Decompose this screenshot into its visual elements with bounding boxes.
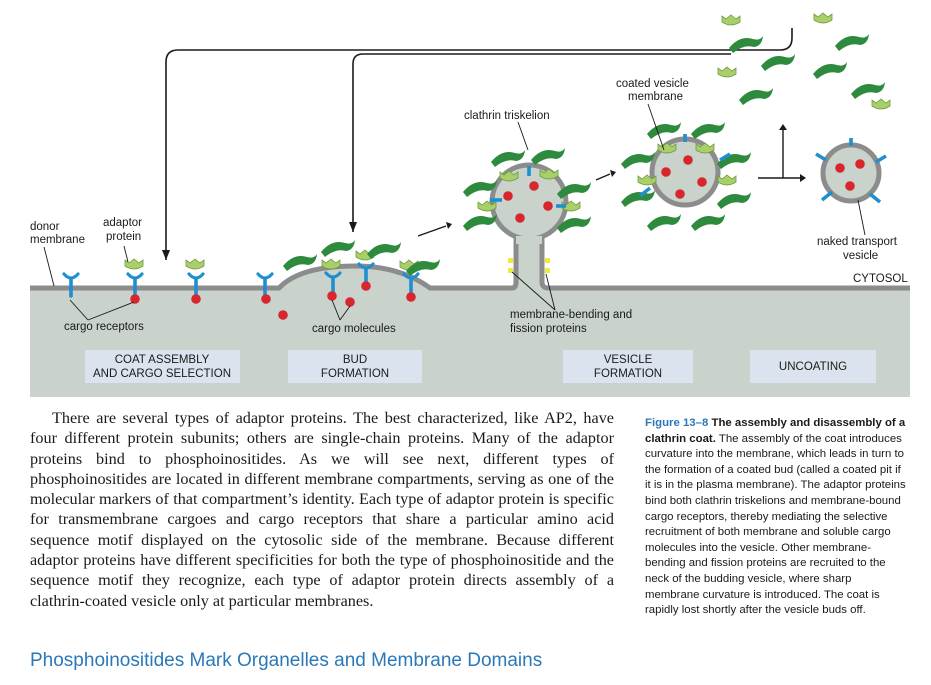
step-box-coat-assembly [85,350,240,383]
label-cytosol: CYTOSOL [853,273,908,285]
label-adaptor-protein: protein [106,231,141,243]
step-label: AND CARGO SELECTION [93,368,231,380]
section-heading: Phosphoinositides Mark Organelles and Me… [30,650,543,671]
label-membrane-bending-proteins: membrane-bending and [510,309,632,321]
step-label: BUD [343,354,367,366]
step-box-vesicle-formation [563,350,693,383]
clathrin-coat-figure: COAT ASSEMBLY AND CARGO SELECTION BUD FO… [30,12,910,397]
step-label: VESICLE [604,354,653,366]
label-coated-vesicle-membrane: coated vesicle [616,78,689,90]
adaptor-protein [185,258,205,270]
label-cargo-receptors: cargo receptors [64,321,144,333]
label-adaptor-protein: adaptor [103,217,142,229]
label-donor-membrane: membrane [30,234,85,246]
figure-title: The assembly and disassembly of a clathr… [645,417,906,445]
figure-number: Figure 13–8 [645,417,709,429]
step-box-uncoating [750,350,876,383]
body-text: There are several types of adaptor prote… [30,409,614,610]
label-cargo-molecules: cargo molecules [312,323,396,335]
step-label: COAT ASSEMBLY [115,354,210,366]
caption-text: The assembly of the coat introduces curv… [645,432,906,617]
step-label: UNCOATING [779,361,847,373]
label-coated-vesicle-membrane: membrane [628,91,683,103]
step-label: FORMATION [594,368,662,380]
label-clathrin-triskelion: clathrin triskelion [464,110,550,122]
label-naked-transport-vesicle: naked transport [817,236,898,248]
label-membrane-bending-proteins: fission proteins [510,323,587,335]
label-naked-transport-vesicle: vesicle [843,250,878,262]
step-label: FORMATION [321,368,389,380]
figure-caption: Figure 13–8 The assembly and disassembly… [645,416,907,619]
label-donor-membrane: donor [30,221,60,233]
step-box-bud-formation [288,350,422,383]
